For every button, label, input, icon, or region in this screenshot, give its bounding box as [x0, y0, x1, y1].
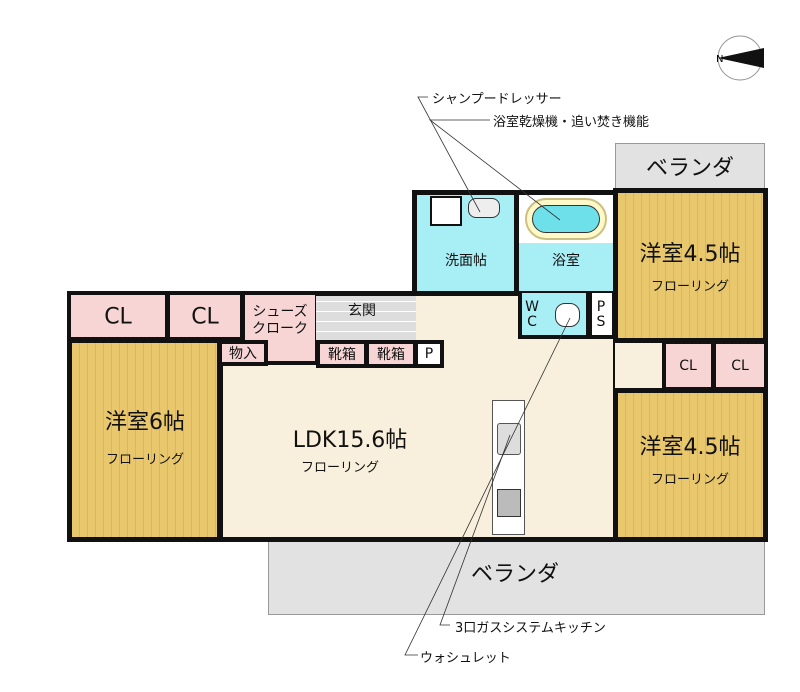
bedroom-southeast-label: 洋室4.5帖 — [639, 435, 741, 460]
bedroom-southeast — [613, 388, 768, 542]
wc-label-w: W — [525, 299, 539, 315]
washroom-label: 洗面帖 — [445, 253, 487, 269]
entrance-label: 玄関 — [348, 303, 376, 319]
closet-left-2 — [166, 291, 244, 341]
bedroom-west-floor: フローリング — [105, 452, 185, 468]
vanity-sink-icon — [468, 198, 500, 218]
bathtub-icon — [525, 198, 607, 240]
p-box — [414, 340, 444, 368]
p-label: P — [424, 346, 434, 362]
shoe-box-1-label: 靴箱 — [328, 347, 356, 363]
closet-left-2-label: CL — [191, 304, 219, 330]
closet-left-1-label: CL — [104, 304, 132, 330]
wc-label-c: C — [527, 314, 537, 330]
annotation-bath-dryer: 浴室乾燥機・追い焚き機能 — [493, 115, 650, 130]
annotation-kitchen: 3口ガスシステムキッチン — [455, 621, 606, 636]
shoe-closet-label-1: シューズ — [252, 304, 308, 320]
veranda-top — [615, 143, 765, 191]
bedroom-west — [67, 338, 222, 542]
svg-text:N: N — [716, 54, 723, 65]
closet-right-1-label: CL — [679, 358, 697, 374]
ps-label-p: P — [596, 299, 606, 315]
kitchen-counter — [492, 400, 525, 535]
bedroom-northeast-label: 洋室4.5帖 — [639, 242, 741, 267]
ldk-label: LDK15.6帖 — [292, 428, 408, 453]
closet-right-2-label: CL — [731, 358, 749, 374]
annotation-washlet: ウォシュレット — [420, 651, 511, 666]
storage-label: 物入 — [229, 346, 257, 362]
shoe-box-2-label: 靴箱 — [377, 347, 405, 363]
sink-icon — [497, 423, 521, 455]
ldk — [218, 338, 618, 542]
entrance — [316, 291, 416, 341]
north-arrow-icon: N — [716, 35, 764, 81]
shoe-box-1 — [316, 340, 368, 368]
bathtub-water — [532, 205, 600, 233]
gas-stove-icon — [497, 489, 521, 517]
bedroom-west-label: 洋室6帖 — [105, 410, 185, 435]
shoe-box-2 — [365, 340, 417, 368]
veranda-bottom-label: ベランダ — [470, 562, 560, 587]
wall — [514, 195, 519, 291]
bathroom — [519, 243, 613, 291]
closet-left-1 — [67, 291, 169, 341]
annotation-shampoo-dresser: シャンプードレッサー — [432, 92, 562, 107]
bedroom-southeast-floor: フローリング — [650, 472, 730, 488]
ps-label-s: S — [596, 314, 606, 330]
veranda-bottom — [268, 540, 765, 615]
ldk-floor: フローリング — [300, 460, 380, 476]
washing-machine-icon — [430, 196, 462, 226]
hall-east — [615, 340, 665, 390]
bedroom-northeast-floor: フローリング — [650, 279, 730, 295]
veranda-top-label: ベランダ — [645, 156, 735, 181]
storage — [218, 340, 268, 366]
bathroom-label: 浴室 — [552, 253, 580, 269]
shoe-closet-label-2: クローク — [252, 321, 308, 337]
